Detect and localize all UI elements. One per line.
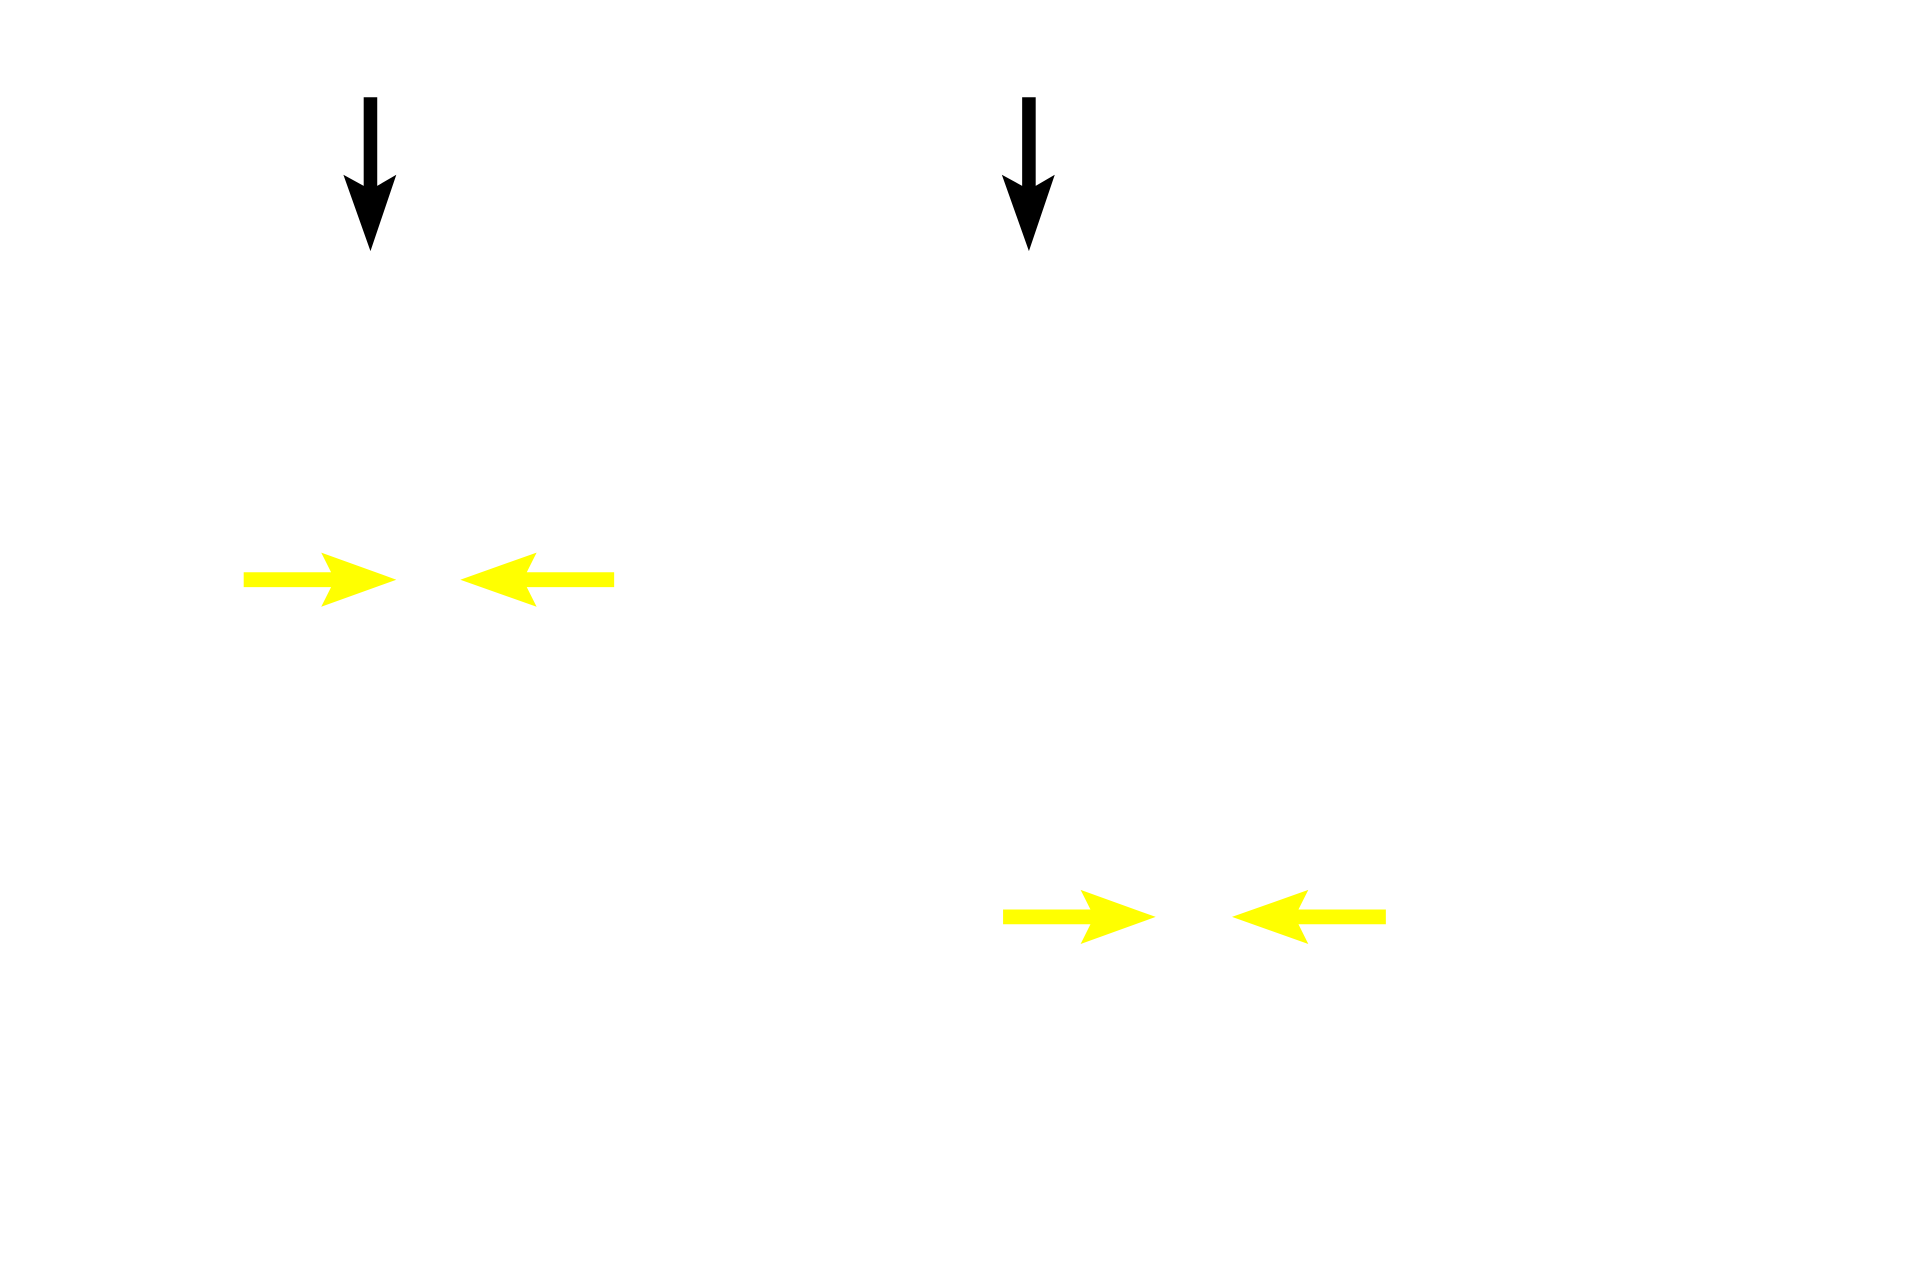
yellow-right-arrow-2 bbox=[1003, 889, 1156, 944]
black-down-arrow-1 bbox=[343, 97, 397, 252]
yellow-left-arrow-1 bbox=[460, 552, 615, 607]
yellow-left-arrow-2 bbox=[1232, 889, 1386, 944]
yellow-right-arrow-1 bbox=[243, 552, 397, 607]
black-down-arrow-2 bbox=[1001, 97, 1055, 252]
